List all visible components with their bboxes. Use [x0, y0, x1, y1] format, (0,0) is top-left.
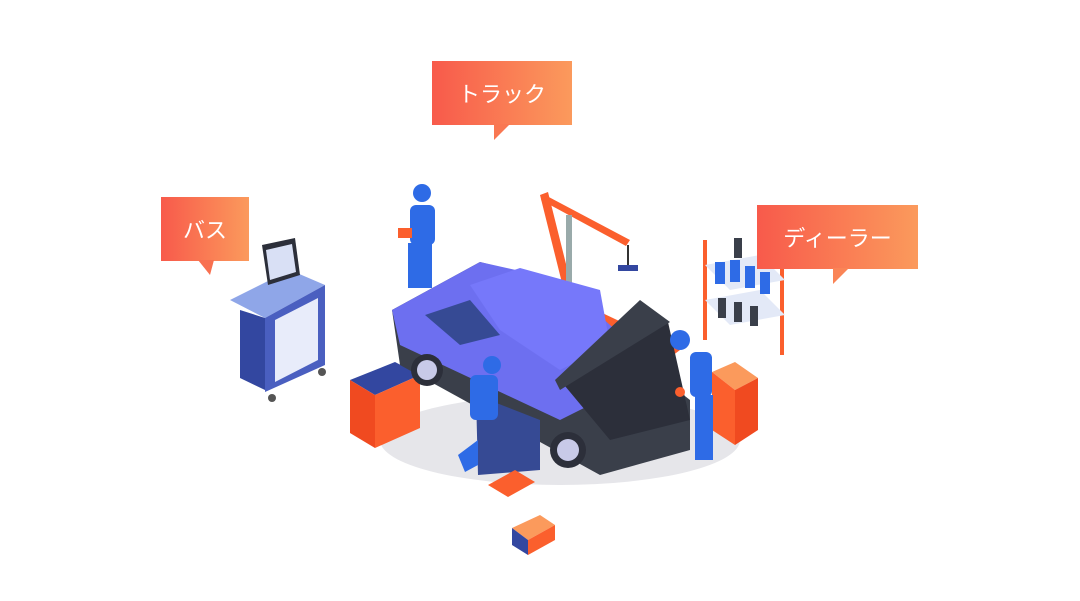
label-dealer-text: ディーラー: [783, 227, 892, 252]
tool-cabinet: [350, 362, 420, 448]
ac-machine: [712, 362, 758, 445]
label-truck-text: トラック: [457, 83, 546, 108]
car: [392, 262, 690, 475]
label-dealer-tail: [833, 268, 849, 284]
label-bus: バス: [161, 197, 249, 261]
label-truck-tail: [494, 124, 510, 140]
worker-standing: [398, 184, 435, 288]
toolbox: [488, 470, 535, 497]
label-bus-tail: [198, 260, 214, 275]
car-hood: [555, 300, 670, 390]
battery-charger: [512, 515, 555, 555]
worker-kneeling: [458, 356, 501, 472]
label-bus-text: バス: [182, 219, 227, 244]
worker-engine: [670, 330, 713, 460]
label-dealer: ディーラー: [757, 205, 918, 269]
diagnostic-cart: [230, 238, 326, 402]
label-truck: トラック: [432, 61, 572, 125]
